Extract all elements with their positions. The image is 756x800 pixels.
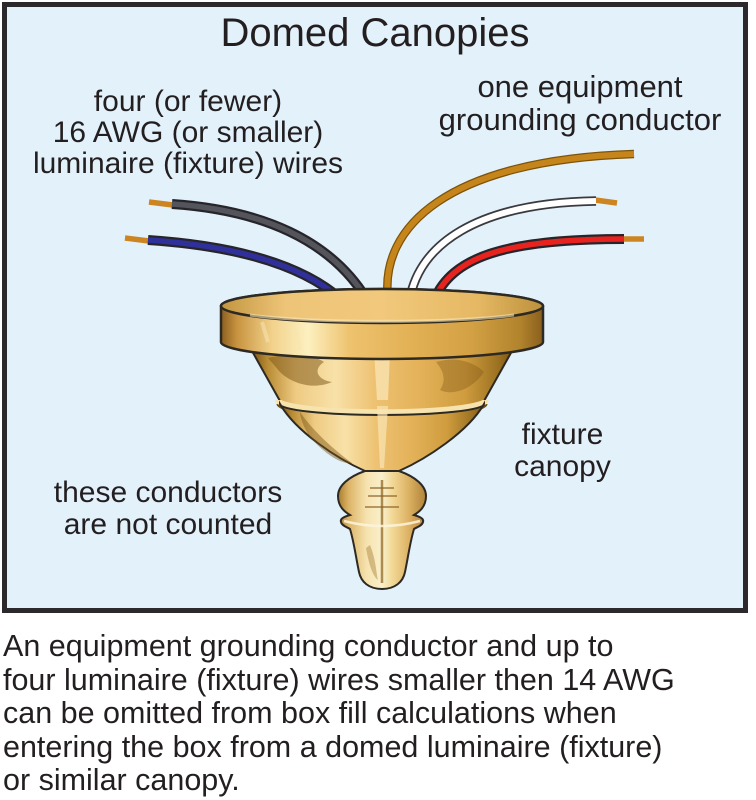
diagram-title: Domed Canopies (220, 11, 530, 55)
label-not-counted: these conductors are not counted (22, 477, 314, 541)
label-line: 16 AWG (or smaller) (52, 116, 324, 149)
wire-core (431, 236, 625, 302)
label-line: these conductors (53, 476, 283, 509)
wire-luminaire-gray (148, 199, 371, 301)
wire-luminaire-blue (124, 235, 346, 304)
shading (436, 359, 484, 393)
label-grounding-conductor: one equipment grounding conductor (408, 70, 752, 136)
highlight (374, 352, 390, 400)
label-line: are not counted (63, 508, 273, 541)
label-line: grounding conductor (438, 102, 722, 137)
bare-copper-tip (124, 235, 150, 244)
wire-luminaire-white (405, 196, 618, 299)
bare-copper-tip (148, 199, 174, 208)
canopy-dome-lower (279, 403, 485, 472)
label-luminaire-wires: four (or fewer) 16 AWG (or smaller) lumi… (0, 86, 376, 179)
shading (268, 354, 332, 386)
label-line: one equipment (477, 69, 683, 104)
caption-line: An equipment grounding conductor and up … (3, 629, 614, 663)
wire-luminaire-red (429, 234, 644, 303)
label-line: luminaire (fixture) wires (32, 147, 344, 180)
shading (366, 545, 378, 580)
canopy-ring-top (219, 287, 545, 325)
label-line: fixture (521, 418, 604, 451)
ring-top-highlight (249, 313, 515, 323)
label-line: four (or fewer) (93, 85, 283, 118)
wire-core (147, 237, 344, 303)
label-line: canopy (514, 450, 611, 483)
wire-core (171, 201, 369, 300)
finial-ring-highlight (343, 519, 421, 528)
caption: An equipment grounding conductor and up … (3, 629, 755, 798)
finial-ticks (365, 487, 399, 508)
canopy-finial (336, 470, 428, 591)
ground-conductor-wire (383, 149, 635, 299)
wire-core (407, 198, 597, 299)
canopy-ring (219, 287, 545, 361)
caption-line: can be omitted from box fill calculation… (3, 696, 617, 730)
caption-line: or similar canopy. (3, 763, 240, 797)
ring-side-streaks (260, 321, 302, 351)
bare-copper-tip (594, 197, 618, 206)
caption-line: entering the box from a domed luminaire … (3, 729, 663, 764)
label-fixture-canopy: fixture canopy (490, 419, 635, 483)
caption-line: four luminaire (fixture) wires smaller t… (3, 662, 675, 697)
ground-conductor-edge (383, 149, 635, 299)
wire-outline (171, 199, 371, 301)
highlight (377, 406, 388, 468)
ground-conductor-core (384, 151, 635, 299)
